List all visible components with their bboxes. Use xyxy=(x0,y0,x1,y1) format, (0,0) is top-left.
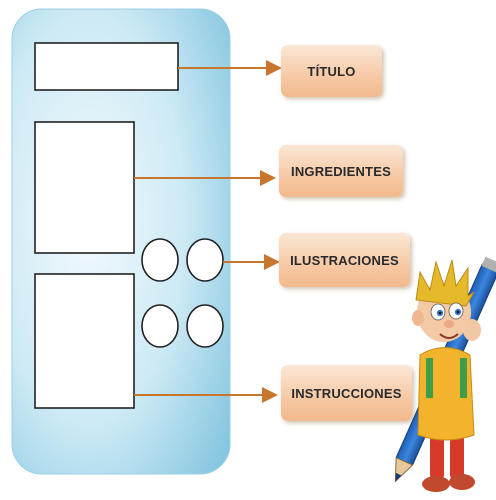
label-ilustraciones: ILUSTRACIONES xyxy=(290,252,399,268)
instructions-box xyxy=(34,273,135,409)
title-box xyxy=(34,42,179,91)
label-instrucciones: INSTRUCCIONES xyxy=(291,385,402,401)
illustration-circle-3 xyxy=(141,304,179,348)
illustration-circle-4 xyxy=(186,304,224,348)
illustration-circle-1 xyxy=(141,238,179,282)
illustration-circle-2 xyxy=(186,238,224,282)
label-titulo: TÍTULO xyxy=(307,63,356,79)
ingredients-box xyxy=(34,121,135,254)
label-box-ilustraciones: ILUSTRACIONES xyxy=(279,233,410,287)
label-ingredientes: INGREDIENTES xyxy=(291,163,391,179)
label-box-titulo: TÍTULO xyxy=(281,45,382,97)
label-box-ingredientes: INGREDIENTES xyxy=(279,145,403,197)
boy-with-pencil-illustration xyxy=(394,256,496,492)
label-box-instrucciones: INSTRUCCIONES xyxy=(281,365,412,421)
